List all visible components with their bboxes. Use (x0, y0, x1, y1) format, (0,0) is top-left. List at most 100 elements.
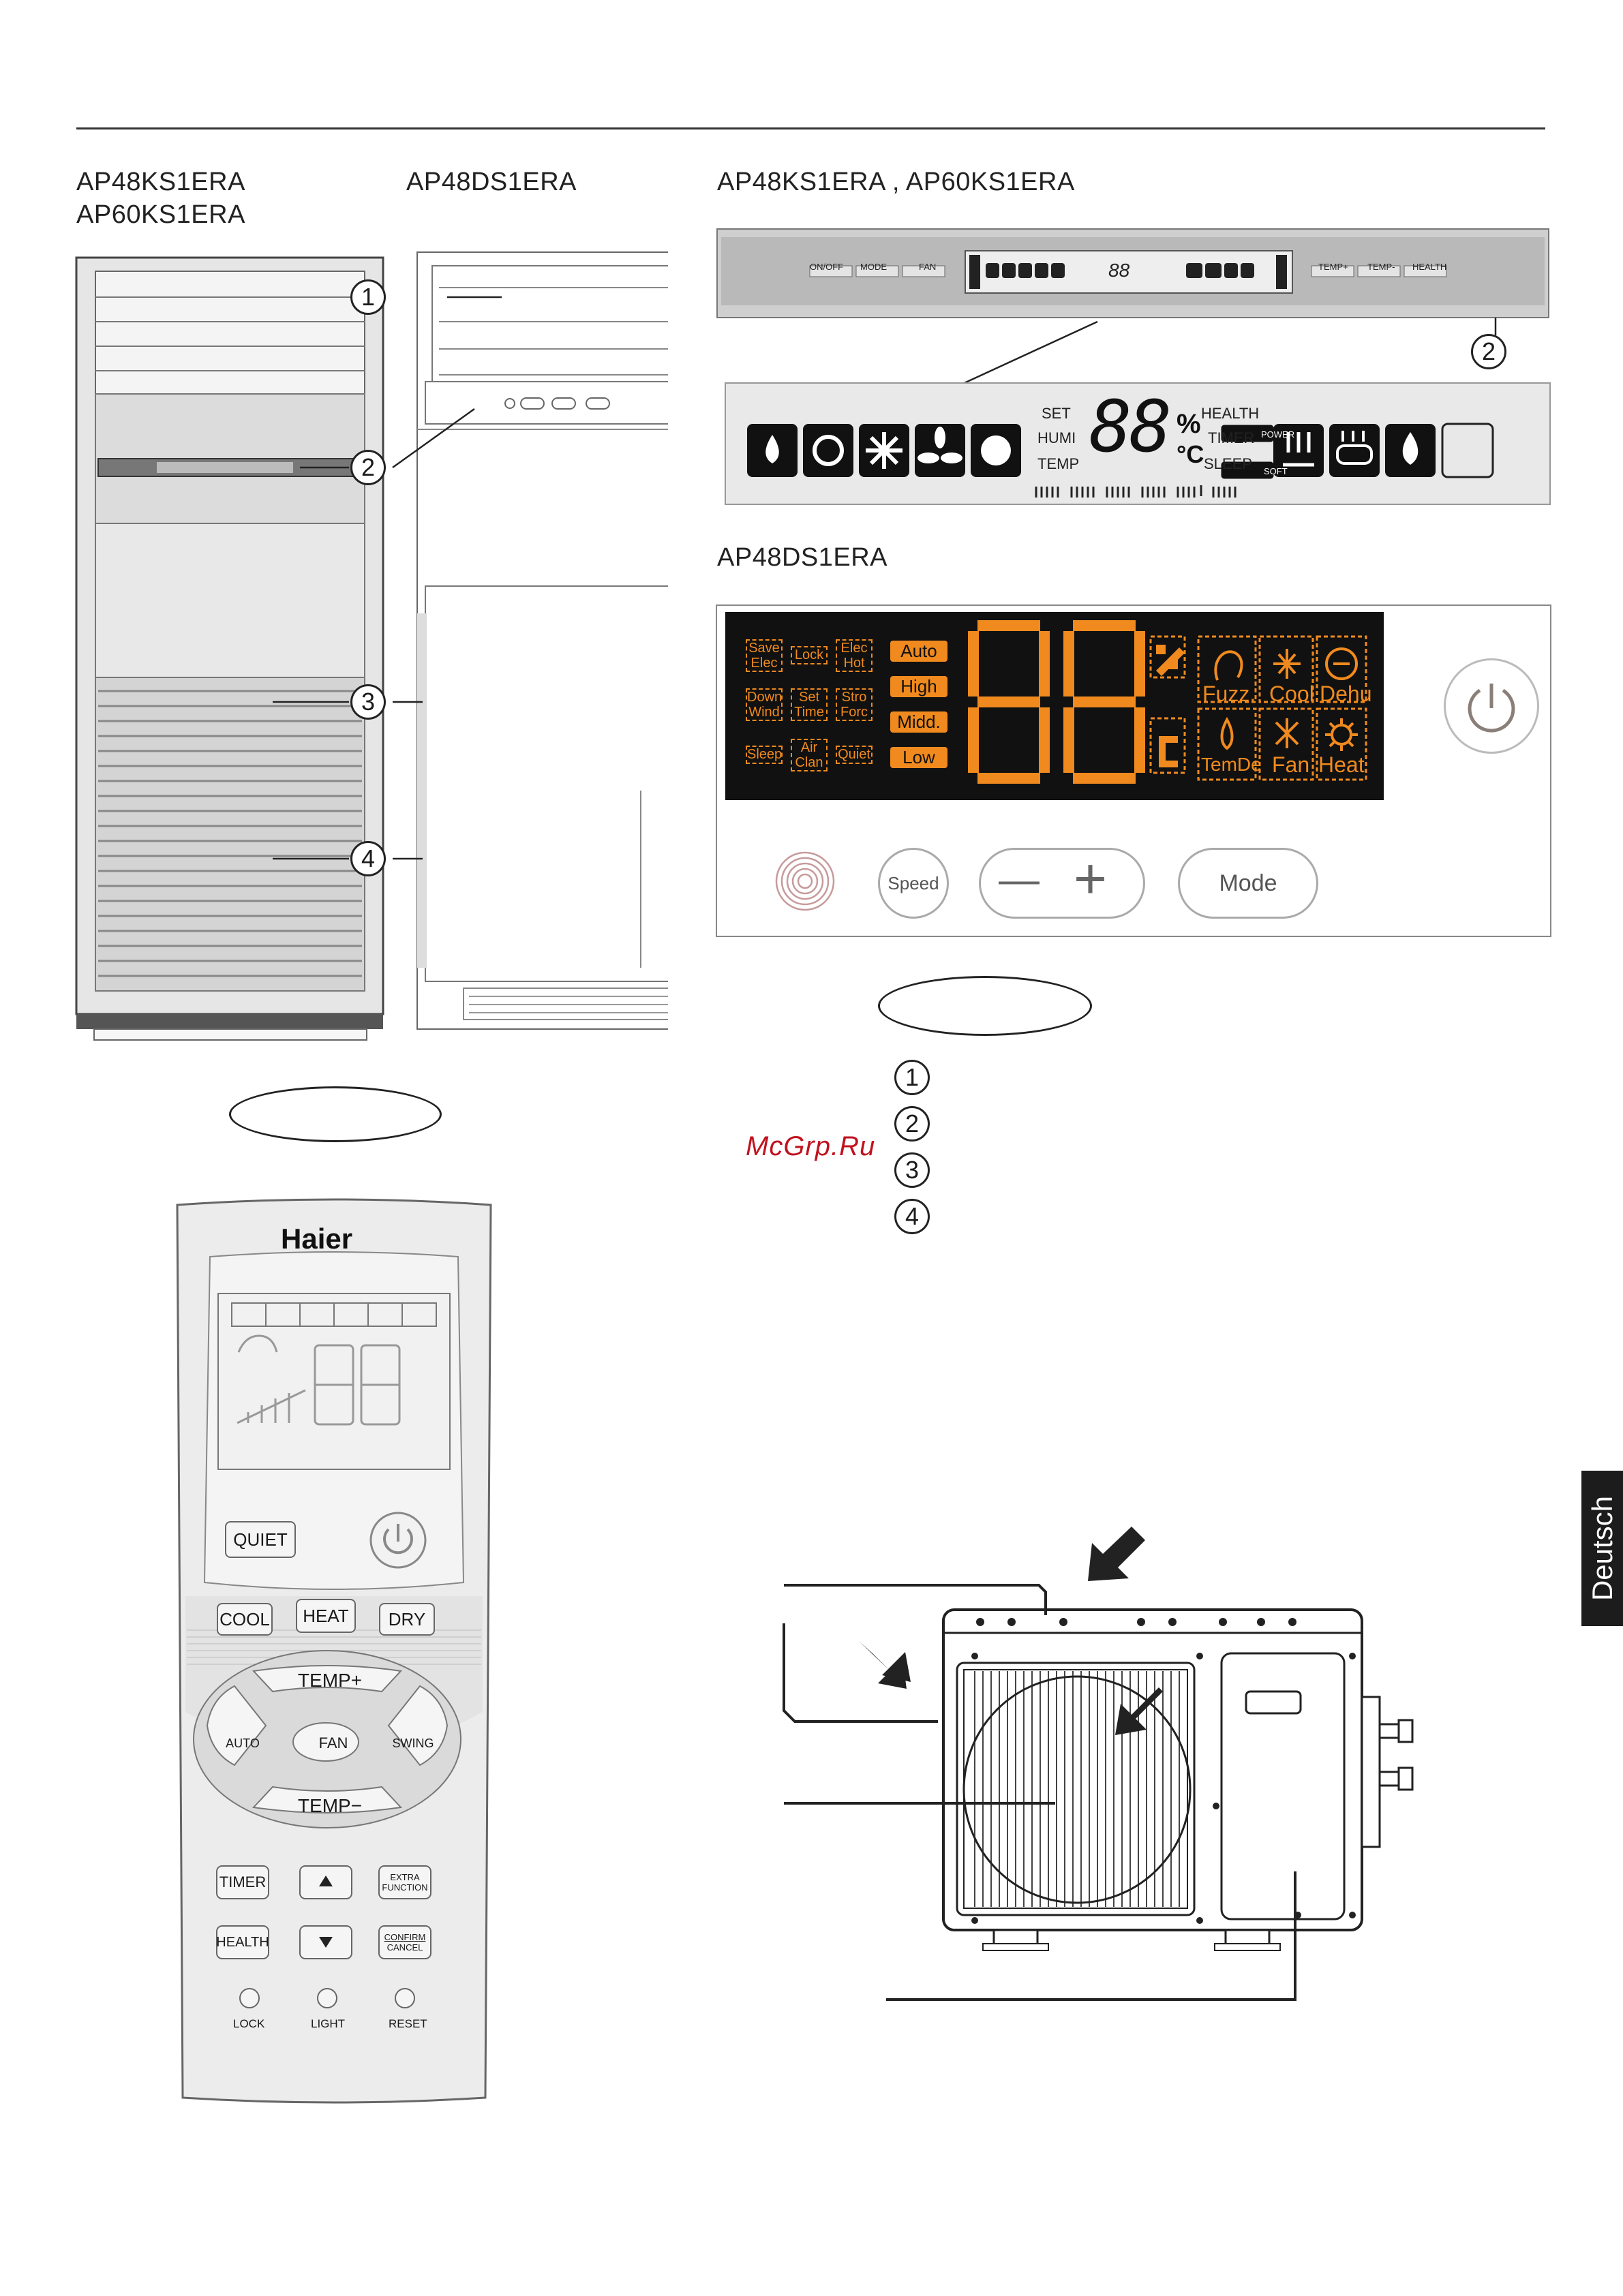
remote-timer-button[interactable]: TIMER (219, 1873, 267, 1891)
ds-mode-fan: Fan (1272, 752, 1310, 777)
model-label-ks60: AP60KS1ERA (76, 200, 245, 229)
ks-btn-onoff-label: ON/OFF (810, 262, 844, 272)
ks-lcd-label-temp: TEMP (1037, 455, 1080, 472)
ds-mode-cool: Cool (1269, 682, 1314, 706)
ds-speed-auto: Auto (890, 641, 947, 662)
remote-temp-up-button[interactable]: TEMP+ (297, 1670, 363, 1691)
ks-lcd-label-soft: SOFT (1264, 466, 1288, 476)
remote-brand-logo: Haier (281, 1223, 353, 1255)
model-label-ks48: AP48KS1ERA (76, 168, 245, 196)
indoor-units-figure (75, 251, 668, 1041)
ds-icon-lock: Lock (791, 646, 828, 664)
model-label-panel-ds: AP48DS1ERA (717, 543, 888, 572)
callout-1-front-panel: 1 (350, 279, 386, 315)
ks-lcd-segment-bar (1035, 487, 1237, 498)
ks-unit-grille (98, 690, 362, 977)
ds-speed-button[interactable]: Speed (878, 848, 949, 919)
ks-btn-mode-label: MODE (860, 262, 887, 272)
outdoor-unit-figure (783, 1527, 1414, 2001)
remote-light-label: LIGHT (311, 2017, 346, 2030)
remote-extra-label-2: FUNCTION (382, 1882, 428, 1893)
power-icon (1468, 684, 1515, 733)
remote-extra-function-button[interactable]: EXTRA FUNCTION (379, 1866, 431, 1899)
list-number-3: 3 (894, 1152, 930, 1188)
remote-reset-button[interactable] (395, 1989, 414, 2008)
language-tab-label: Deutsch (1586, 1495, 1618, 1602)
list-number-1: 1 (894, 1060, 930, 1095)
callout-3-grille: 3 (350, 684, 386, 720)
remote-auto-button[interactable]: AUTO (226, 1736, 260, 1750)
remote-cancel-label: CANCEL (386, 1942, 423, 1953)
list-number-2: 2 (894, 1106, 930, 1142)
ds-icon-sleep: Sleep (746, 746, 783, 764)
ks-lcd-label-power: POWER (1261, 429, 1295, 440)
remote-power-button[interactable] (369, 1512, 427, 1569)
ds-icon-quiet: Quiet (836, 746, 873, 764)
remote-temp-down-button[interactable]: TEMP− (297, 1795, 363, 1816)
ks-lcd-digits: 88 (1089, 385, 1172, 468)
ks-btn-health-label: HEALTH (1412, 262, 1447, 272)
ds-icon-elec-hot: Elec Hot (836, 639, 873, 672)
ks-lcd-unit-celsius: °C (1177, 440, 1204, 468)
ds-mode-button[interactable]: Mode (1178, 848, 1318, 919)
ds-lcd-screen (725, 612, 1384, 800)
ds-mode-dehu: Dehu (1320, 682, 1372, 706)
ks-btn-fan-label: FAN (919, 262, 937, 272)
remote-control-body (176, 1198, 492, 2104)
ds-ir-receiver-icon (775, 851, 835, 911)
outdoor-fan-guard-bars (974, 1671, 1180, 1907)
ds-icon-stro-forc: Stro Forc (836, 688, 873, 721)
remote-quiet-button[interactable]: QUIET (225, 1521, 296, 1558)
ks-lcd-label-health: HEALTH (1201, 405, 1260, 422)
callout-2-panel: 2 (1471, 334, 1506, 369)
ks-lcd-label-set: SET (1042, 405, 1071, 422)
indoor-unit-caption-pill (229, 1086, 442, 1142)
ds-icon-down-wind: Down Wind (746, 688, 783, 721)
ds-speed-midd: Midd. (890, 711, 947, 733)
svg-text:88: 88 (1108, 260, 1130, 281)
remote-dry-button[interactable]: DRY (379, 1603, 435, 1636)
remote-cool-button[interactable]: COOL (217, 1603, 273, 1636)
ks-btn-temp-minus-label: TEMP- (1367, 262, 1395, 272)
remote-light-button[interactable] (318, 1989, 337, 2008)
ds-mode-temde: TemDe (1201, 754, 1262, 775)
model-label-panel-ks: AP48KS1ERA , AP60KS1ERA (717, 168, 1075, 196)
remote-extra-label-1: EXTRA (390, 1872, 420, 1882)
remote-lock-button[interactable] (240, 1989, 259, 2008)
ds-minus-symbol: — (999, 857, 1040, 902)
remote-confirm-cancel-button[interactable]: CONFIRM CANCEL (379, 1926, 431, 1959)
remote-lock-label: LOCK (233, 2017, 265, 2030)
ds-power-button[interactable] (1444, 658, 1539, 754)
model-label-ds48: AP48DS1ERA (406, 168, 577, 196)
remote-down-arrow-button[interactable] (300, 1926, 352, 1959)
ds-icon-set-time: Set Time (791, 688, 828, 721)
remote-reset-label: RESET (389, 2017, 427, 2030)
remote-swing-button[interactable]: SWING (392, 1736, 434, 1750)
callout-2-control-panel: 2 (350, 450, 386, 485)
ks-lcd-label-humi: HUMI (1037, 429, 1076, 446)
remote-up-arrow-button[interactable] (300, 1866, 352, 1899)
remote-heat-button[interactable]: HEAT (296, 1599, 356, 1633)
callout-4-air-inlet: 4 (350, 841, 386, 876)
ds-speed-low: Low (890, 747, 947, 768)
ds-mode-icons (1197, 635, 1367, 781)
ks-lcd-label-sleep: SLEEP (1204, 455, 1252, 472)
ds-mode-fuzz: Fuzz. (1202, 682, 1256, 706)
ds-temp-adjust-button[interactable]: — + (979, 848, 1145, 919)
watermark: McGrp.Ru (746, 1131, 876, 1161)
remote-fan-button[interactable]: FAN (318, 1734, 348, 1751)
ds-segment-digits (968, 620, 1186, 784)
ks-control-panel: 88 (716, 228, 1551, 505)
control-panel-caption-pill (878, 976, 1092, 1036)
remote-health-button[interactable]: HEALTH (216, 1934, 269, 1950)
ds-icon-air-clan: Air Clan (791, 739, 828, 771)
ds-mode-heat: Heat (1318, 752, 1365, 777)
top-rule (76, 127, 1545, 129)
ks-btn-temp-plus-label: TEMP+ (1318, 262, 1348, 272)
ks-lcd-label-timer: TIMER (1208, 429, 1255, 446)
list-number-4: 4 (894, 1199, 930, 1234)
ds-plus-symbol: + (1074, 846, 1108, 910)
ds-speed-high: High (890, 676, 947, 697)
remote-confirm-label: CONFIRM (384, 1932, 426, 1942)
language-tab: Deutsch (1581, 1471, 1623, 1626)
